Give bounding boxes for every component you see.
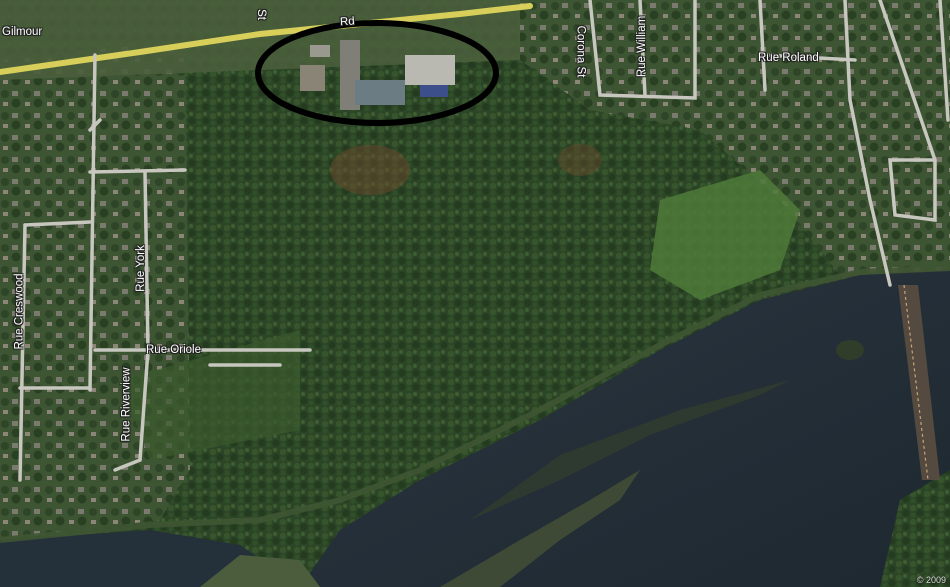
label-rue-william: Rue William bbox=[636, 15, 649, 78]
map-copyright: © 2009 bbox=[916, 575, 946, 585]
streets bbox=[18, 0, 950, 482]
small-island bbox=[836, 340, 864, 360]
label-gilmour: Gilmour bbox=[2, 26, 43, 38]
label-rue-york: Rue York bbox=[134, 245, 147, 292]
label-rd-top: Rd bbox=[339, 15, 356, 29]
residential-area-northeast bbox=[520, 0, 950, 300]
wetland-area bbox=[650, 170, 800, 300]
river bbox=[300, 270, 950, 587]
label-rue-oriole: Rue Oriole bbox=[146, 344, 201, 356]
building-complex bbox=[300, 40, 455, 110]
label-rue-riverview: Rue Riverview bbox=[120, 367, 133, 442]
label-st-top: St bbox=[254, 9, 267, 20]
island bbox=[440, 470, 640, 587]
highlight-circle bbox=[255, 20, 499, 126]
bridge bbox=[898, 285, 940, 480]
label-rue-roland: Rue Roland bbox=[758, 52, 819, 64]
label-rue-creswood: Rue Creswood bbox=[13, 273, 26, 350]
label-corona-st: Corona St bbox=[574, 25, 587, 78]
shoreline bbox=[0, 265, 950, 543]
